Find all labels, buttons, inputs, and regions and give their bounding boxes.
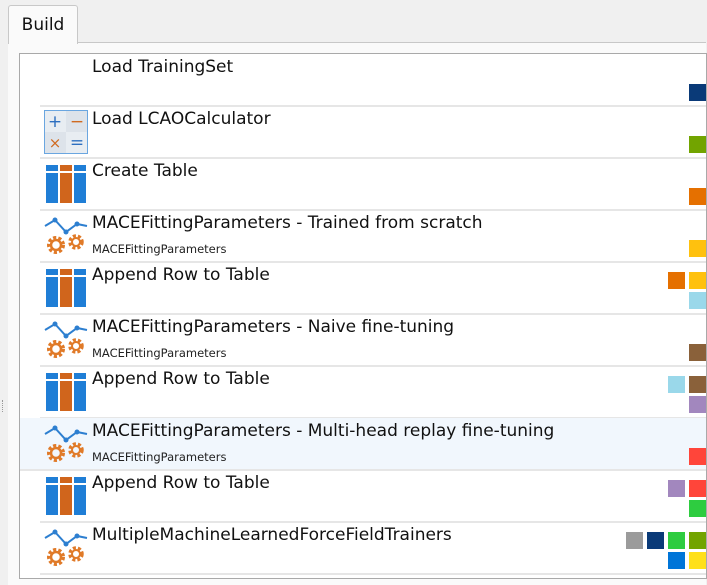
item-subtitle: MACEFittingParameters	[92, 450, 227, 464]
port-swatch[interactable]	[689, 84, 706, 101]
fitting-parameters-icon	[44, 214, 88, 258]
workflow-item[interactable]: Load TrainingSet	[40, 54, 706, 107]
port-swatch[interactable]	[668, 532, 685, 549]
table-icon	[44, 474, 88, 518]
workflow-item[interactable]: MACEFittingParameters - Multi-head repla…	[20, 418, 706, 471]
port-swatch[interactable]	[689, 272, 706, 289]
tab-build[interactable]: Build	[8, 5, 78, 44]
workflow-item[interactable]: MultipleMachineLearnedForceFieldTrainers	[40, 522, 706, 575]
fitting-parameters-icon	[44, 526, 88, 570]
item-title: MACEFittingParameters - Multi-head repla…	[92, 421, 555, 441]
svg-text:−: −	[70, 112, 84, 132]
item-title: MACEFittingParameters - Naive fine-tunin…	[92, 317, 455, 337]
port-swatch[interactable]	[689, 376, 706, 393]
item-title: MACEFittingParameters - Trained from scr…	[92, 213, 483, 233]
splitter-handle[interactable]	[2, 400, 6, 412]
port-swatch[interactable]	[689, 188, 706, 205]
output-ports	[689, 84, 706, 101]
workflow-item[interactable]: +−× = Load LCAOCalculator	[40, 106, 706, 159]
svg-text:×: ×	[49, 134, 62, 152]
item-subtitle: MACEFittingParameters	[92, 346, 227, 360]
port-swatch[interactable]	[689, 552, 706, 569]
item-subtitle: MACEFittingParameters	[92, 242, 227, 256]
port-swatch[interactable]	[689, 532, 706, 549]
input-ports	[668, 272, 706, 289]
workflow-item[interactable]: MACEFittingParameters - Trained from scr…	[40, 210, 706, 263]
port-swatch[interactable]	[668, 272, 685, 289]
workflow-item[interactable]: Append Row to Table	[40, 366, 706, 419]
port-swatch[interactable]	[689, 396, 706, 413]
port-swatch[interactable]	[689, 136, 706, 153]
port-swatch[interactable]	[668, 376, 685, 393]
item-title: Load TrainingSet	[92, 57, 234, 77]
calculator-icon: +−× =	[44, 110, 88, 154]
workflow-item[interactable]: MACEFittingParameters - Naive fine-tunin…	[40, 314, 706, 367]
item-title: Load LCAOCalculator	[92, 109, 271, 129]
input-ports	[668, 480, 706, 497]
output-ports	[689, 448, 706, 465]
workflow-item[interactable]: Append Row to Table	[40, 262, 706, 315]
output-ports	[668, 552, 706, 569]
table-icon	[44, 370, 88, 414]
output-ports	[689, 136, 706, 153]
port-swatch[interactable]	[668, 552, 685, 569]
svg-text:=: =	[70, 133, 84, 153]
workflow-item[interactable]: Create Table	[40, 158, 706, 211]
table-icon	[44, 266, 88, 310]
input-ports	[668, 376, 706, 393]
item-title: Append Row to Table	[92, 473, 270, 493]
port-swatch[interactable]	[689, 292, 706, 309]
fitting-parameters-icon	[44, 318, 88, 362]
item-title: Append Row to Table	[92, 265, 270, 285]
port-swatch[interactable]	[689, 480, 706, 497]
svg-text:+: +	[48, 112, 62, 132]
input-ports	[626, 532, 706, 549]
output-ports	[689, 396, 706, 413]
item-title: Create Table	[92, 161, 198, 181]
port-swatch[interactable]	[689, 448, 706, 465]
output-ports	[689, 292, 706, 309]
table-icon	[44, 162, 88, 206]
port-swatch[interactable]	[689, 344, 706, 361]
output-ports	[689, 188, 706, 205]
output-ports	[689, 344, 706, 361]
port-swatch[interactable]	[689, 500, 706, 517]
fitting-parameters-icon	[44, 422, 88, 466]
output-ports	[689, 240, 706, 257]
port-swatch[interactable]	[668, 480, 685, 497]
workflow-item[interactable]: Append Row to Table	[40, 470, 706, 523]
item-title: Append Row to Table	[92, 369, 270, 389]
item-title: MultipleMachineLearnedForceFieldTrainers	[92, 525, 452, 545]
port-swatch[interactable]	[626, 532, 643, 549]
port-swatch[interactable]	[689, 240, 706, 257]
port-swatch[interactable]	[647, 532, 664, 549]
output-ports	[689, 500, 706, 517]
